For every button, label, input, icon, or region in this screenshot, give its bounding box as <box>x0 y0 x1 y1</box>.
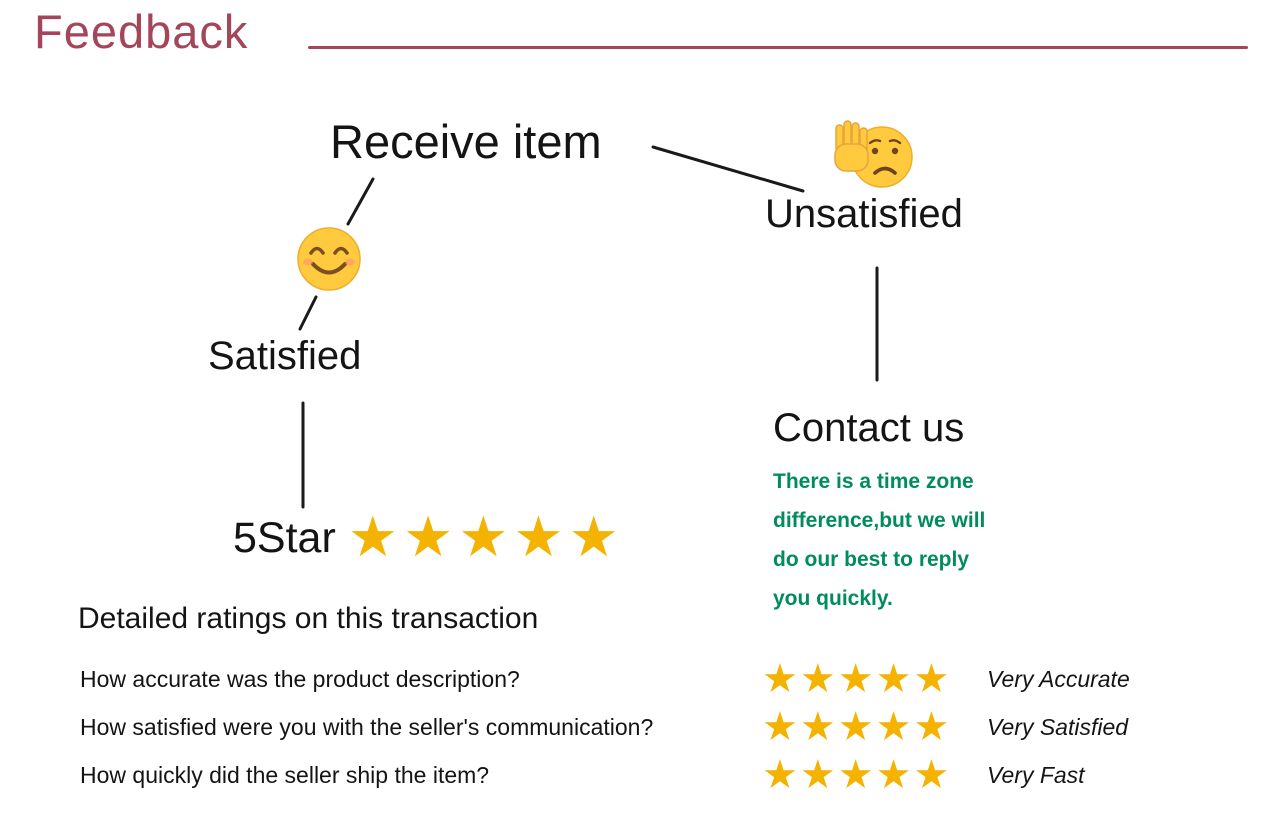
contact-note-line: you quickly. <box>773 587 893 610</box>
title-rule <box>308 46 1248 49</box>
contact-us-label: Contact us <box>773 406 965 450</box>
five-star-rating-icons: ★★★★★ <box>347 505 624 570</box>
rating-row: How accurate was the product description… <box>0 655 1280 703</box>
five-star-label: 5Star <box>233 514 336 562</box>
star-rating-icons: ★★★★★ <box>762 704 952 750</box>
contact-note-line: There is a time zone <box>773 470 974 493</box>
rating-answer: Very Satisfied <box>987 714 1129 740</box>
smiling-face-icon <box>294 224 364 299</box>
star-rating-icons: ★★★★★ <box>762 656 952 702</box>
rating-row: How quickly did the seller ship the item… <box>0 751 1280 799</box>
five-star-row: 5Star ★★★★★ <box>233 508 624 568</box>
star-rating-icons: ★★★★★ <box>762 752 952 798</box>
unsatisfied-label: Unsatisfied <box>765 192 963 236</box>
contact-note-line: do our best to reply <box>773 548 970 571</box>
rating-answer: Very Accurate <box>987 666 1130 692</box>
contact-note-line: difference,but we will <box>773 509 986 532</box>
rating-row: How satisfied were you with the seller's… <box>0 703 1280 751</box>
page-title: Feedback <box>34 5 249 58</box>
detailed-ratings-heading: Detailed ratings on this transaction <box>78 602 539 635</box>
rating-question: How satisfied were you with the seller's… <box>80 714 654 740</box>
contact-note: There is a time zone difference,but we w… <box>773 462 1063 618</box>
rating-answer: Very Fast <box>987 762 1085 788</box>
receive-item-label: Receive item <box>330 115 602 168</box>
sad-face-with-raised-hand-icon <box>830 120 916 195</box>
rating-question: How accurate was the product description… <box>80 666 520 692</box>
satisfied-label: Satisfied <box>208 334 362 378</box>
rating-question: How quickly did the seller ship the item… <box>80 762 490 788</box>
